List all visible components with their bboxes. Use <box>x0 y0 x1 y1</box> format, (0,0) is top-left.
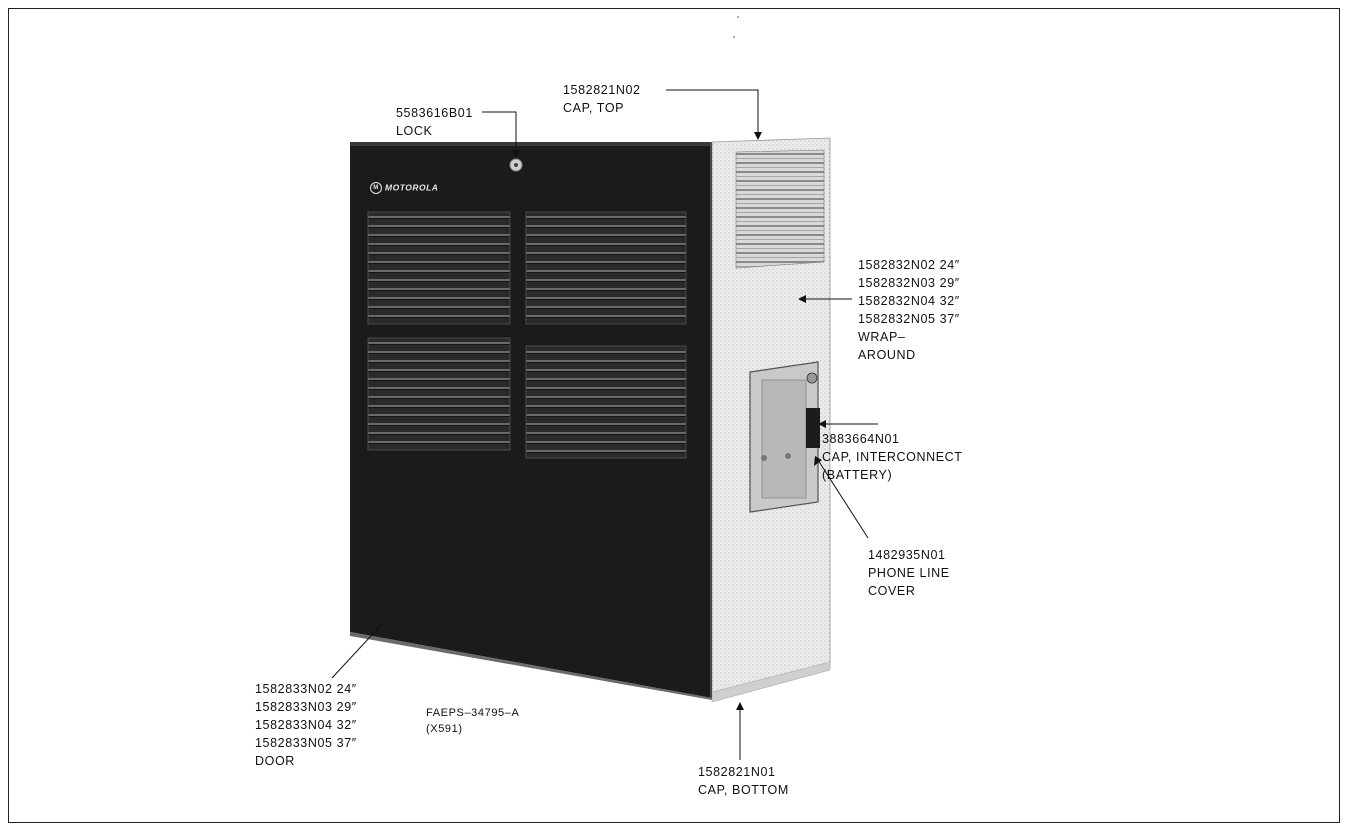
louver-upper-left <box>367 211 511 325</box>
label-cap-bottom: 1582821N01 CAP, BOTTOM <box>698 763 789 799</box>
wraparound-part-29: 1582832N03 29″ <box>858 276 960 290</box>
interconnect-desc-1: CAP, INTERCONNECT <box>822 450 963 464</box>
louver-lower-left <box>367 337 511 451</box>
louver-upper-right <box>525 211 687 325</box>
figure-id-line-2: (X591) <box>426 723 463 735</box>
interconnect-part: 3883664N01 <box>822 432 900 446</box>
interconnect-desc-2: (BATTERY) <box>822 468 893 482</box>
brand-text: MOTOROLA <box>385 182 439 193</box>
figure-id-line-1: FAEPS–34795–A <box>426 707 520 719</box>
label-interconnect: 3883664N01 CAP, INTERCONNECT (BATTERY) <box>822 430 963 484</box>
label-door: 1582833N02 24″ 1582833N03 29″ 1582833N04… <box>255 680 357 770</box>
louver-lower-right <box>525 345 687 459</box>
arrowheads <box>512 132 826 710</box>
wraparound-desc-1: WRAP– <box>858 330 906 344</box>
lock-desc: LOCK <box>396 124 433 138</box>
leader-lock <box>482 111 517 157</box>
label-lock: 5583616B01 LOCK <box>396 104 473 140</box>
leader-cap-top <box>666 89 759 138</box>
phone-line-desc-1: PHONE LINE <box>868 566 950 580</box>
door-part-29: 1582833N03 29″ <box>255 700 357 714</box>
wraparound-part-32: 1582832N04 32″ <box>858 294 960 308</box>
lock-part: 5583616B01 <box>396 106 473 120</box>
wraparound-part-37: 1582832N05 37″ <box>858 312 960 326</box>
label-figure-id: FAEPS–34795–A (X591) <box>426 705 519 737</box>
leader-phone-line <box>817 459 869 539</box>
wraparound-desc-2: AROUND <box>858 348 916 362</box>
cap-top-part: 1582821N02 <box>563 83 641 97</box>
label-wraparound: 1582832N02 24″ 1582832N03 29″ 1582832N04… <box>858 256 960 364</box>
top-side-louver <box>735 149 825 269</box>
cap-top-desc: CAP, TOP <box>563 101 625 115</box>
phone-line-desc-2: COVER <box>868 584 916 598</box>
door-part-24: 1582833N02 24″ <box>255 682 357 696</box>
brand-m-icon: M <box>370 182 382 194</box>
label-cap-top: 1582821N02 CAP, TOP <box>563 81 641 117</box>
wraparound-part-24: 1582832N02 24″ <box>858 258 960 272</box>
figure-frame <box>8 8 1340 823</box>
door-desc: DOOR <box>255 754 295 768</box>
phone-line-part: 1482935N01 <box>868 548 946 562</box>
label-phone-line: 1482935N01 PHONE LINE COVER <box>868 546 950 600</box>
door-part-37: 1582833N05 37″ <box>255 736 357 750</box>
cap-bottom-part: 1582821N01 <box>698 765 776 779</box>
cap-bottom-desc: CAP, BOTTOM <box>698 783 789 797</box>
leader-door <box>331 623 383 679</box>
leader-lines <box>331 89 878 760</box>
door-part-32: 1582833N04 32″ <box>255 718 357 732</box>
